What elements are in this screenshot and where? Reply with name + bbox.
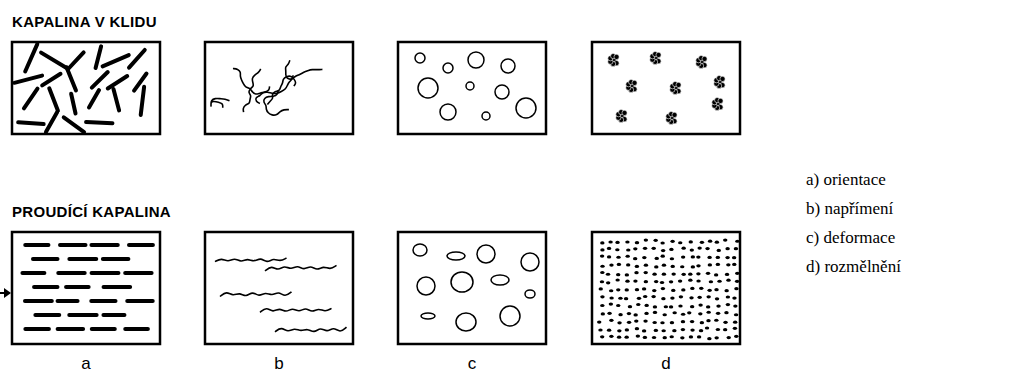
- flow-arrowhead: [4, 288, 11, 298]
- panel-frame: [12, 232, 160, 344]
- row-heading: KAPALINA V KLIDU: [12, 13, 157, 30]
- panel-frame: [592, 232, 740, 344]
- row-heading: PROUDÍCÍ KAPALINA: [12, 203, 171, 220]
- panel-frame: [398, 42, 546, 134]
- legend-item: a) orientace: [806, 170, 886, 190]
- particles: [14, 44, 739, 340]
- legend-item: b) napřímení: [806, 199, 893, 219]
- panel-letter: a: [81, 354, 90, 374]
- panel-letter: c: [468, 354, 477, 374]
- panel-letter: b: [274, 354, 283, 374]
- panel-frame: [398, 232, 546, 344]
- panel-frame: [12, 42, 160, 134]
- legend-item: c) deformace: [806, 228, 895, 248]
- panel-frame: [205, 42, 353, 134]
- panel-letter: d: [661, 354, 670, 374]
- legend-item: d) rozmělnění: [806, 257, 901, 277]
- panel-frame: [592, 42, 740, 134]
- panel-frame: [205, 232, 353, 344]
